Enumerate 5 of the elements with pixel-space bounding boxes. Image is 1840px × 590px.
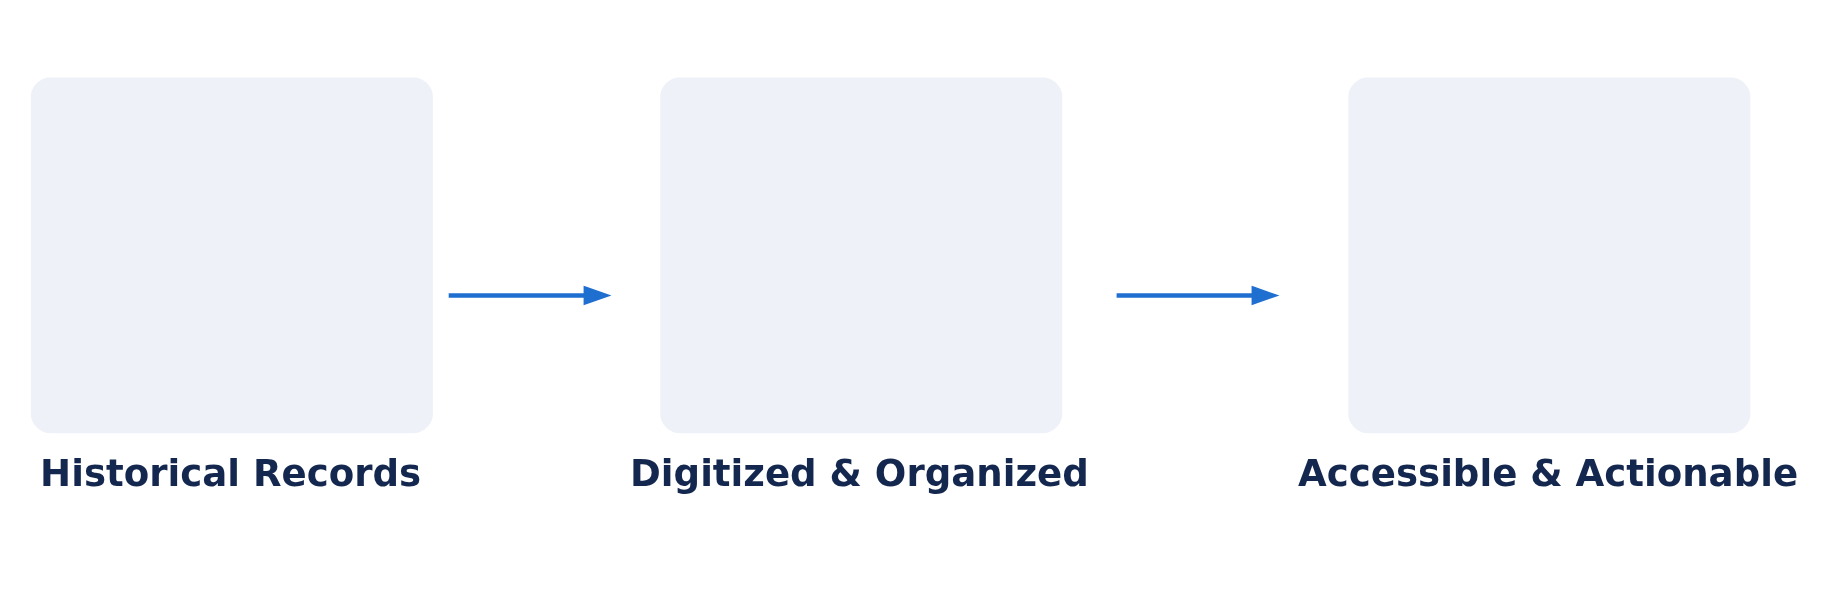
node-label: Digitized & Organized (630, 451, 1089, 495)
node-label: Accessible & Actionable (1298, 451, 1799, 495)
arrow (448, 285, 612, 305)
node-label: Historical Records (40, 451, 422, 495)
arrow (1116, 285, 1280, 305)
